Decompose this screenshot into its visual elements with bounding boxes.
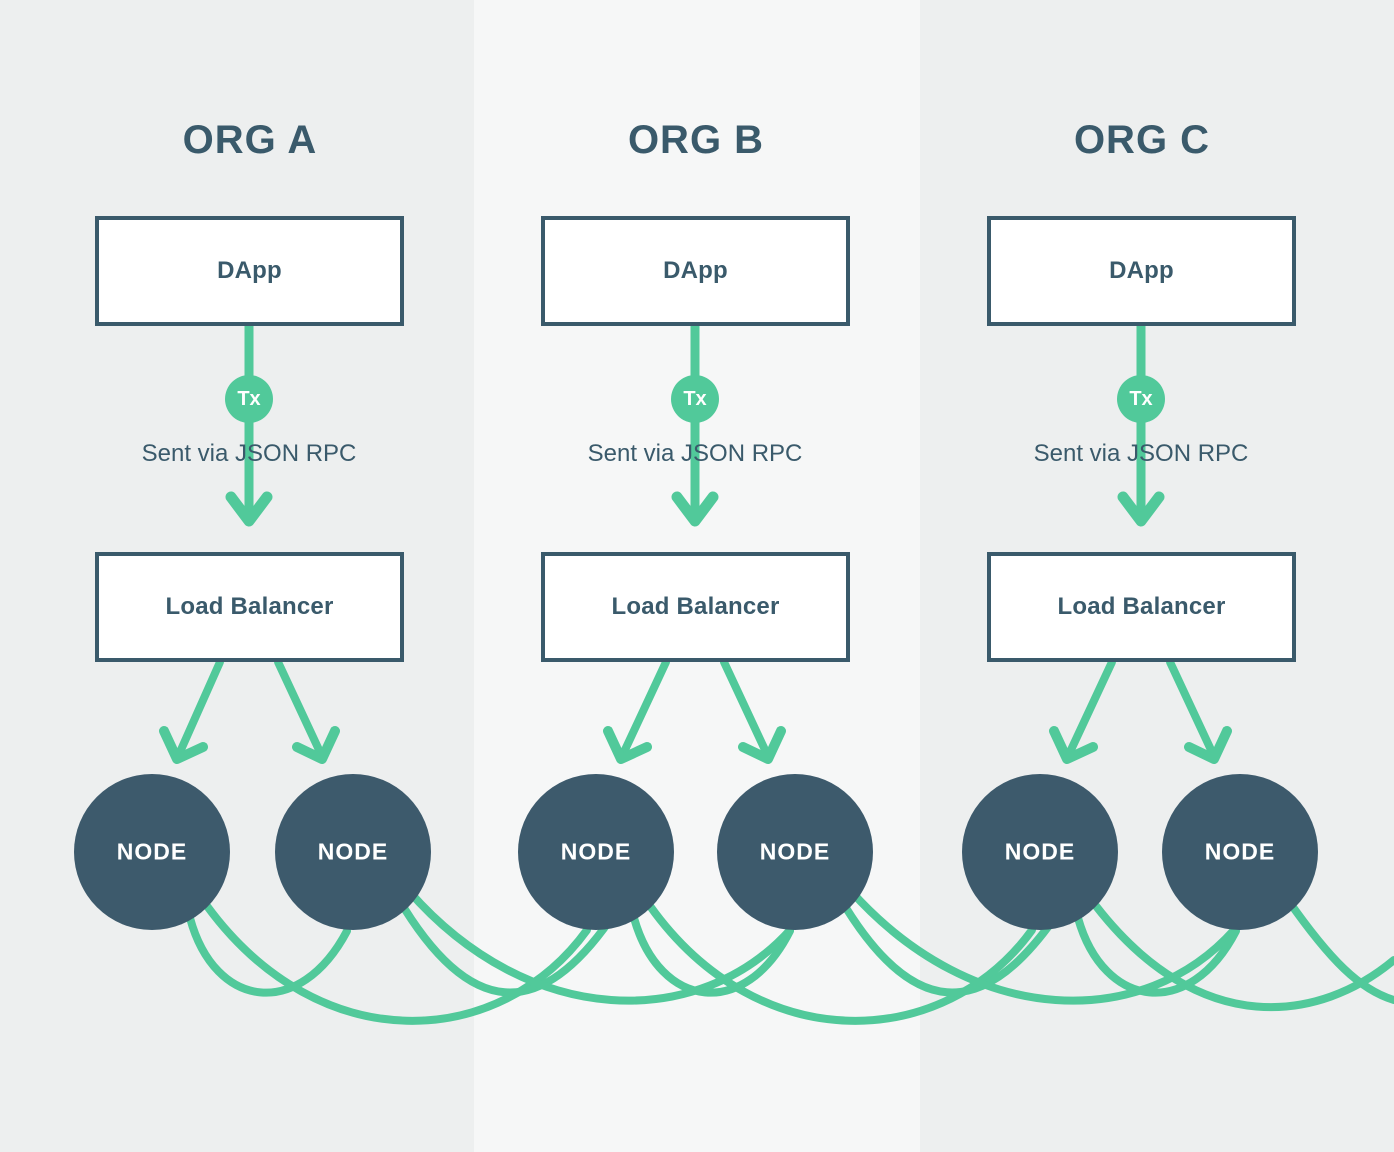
dapp-box-b[interactable]: DApp <box>541 216 850 326</box>
node-label-b1[interactable]: NODE <box>560 838 632 865</box>
load-balancer-box-a[interactable]: Load Balancer <box>95 552 404 662</box>
tx-label-a: Tx <box>237 387 261 410</box>
tx-badge-a[interactable]: Tx <box>225 375 273 423</box>
load-balancer-label-a: Load Balancer <box>165 593 334 620</box>
node-label-a2[interactable]: NODE <box>317 838 389 865</box>
rpc-label-c: Sent via JSON RPC <box>1033 440 1249 467</box>
dapp-label-b: DApp <box>663 257 728 284</box>
load-balancer-box-c[interactable]: Load Balancer <box>987 552 1296 662</box>
load-balancer-box-b[interactable]: Load Balancer <box>541 552 850 662</box>
node-label-c1[interactable]: NODE <box>1004 838 1076 865</box>
rpc-label-b: Sent via JSON RPC <box>587 440 803 467</box>
node-label-b2[interactable]: NODE <box>759 838 831 865</box>
tx-badge-b[interactable]: Tx <box>671 375 719 423</box>
load-balancer-label-b: Load Balancer <box>611 593 780 620</box>
org-title-c: ORG C <box>1073 118 1211 162</box>
rpc-label-a: Sent via JSON RPC <box>141 440 357 467</box>
tx-badge-c[interactable]: Tx <box>1117 375 1165 423</box>
dapp-box-a[interactable]: DApp <box>95 216 404 326</box>
org-title-b: ORG B <box>627 118 765 162</box>
dapp-box-c[interactable]: DApp <box>987 216 1296 326</box>
tx-label-b: Tx <box>683 387 707 410</box>
node-label-c2[interactable]: NODE <box>1204 838 1276 865</box>
node-label-a1[interactable]: NODE <box>116 838 188 865</box>
org-title-a: ORG A <box>182 118 318 162</box>
dapp-label-c: DApp <box>1109 257 1174 284</box>
dapp-label-a: DApp <box>217 257 282 284</box>
tx-label-c: Tx <box>1129 387 1153 410</box>
load-balancer-label-c: Load Balancer <box>1057 593 1226 620</box>
